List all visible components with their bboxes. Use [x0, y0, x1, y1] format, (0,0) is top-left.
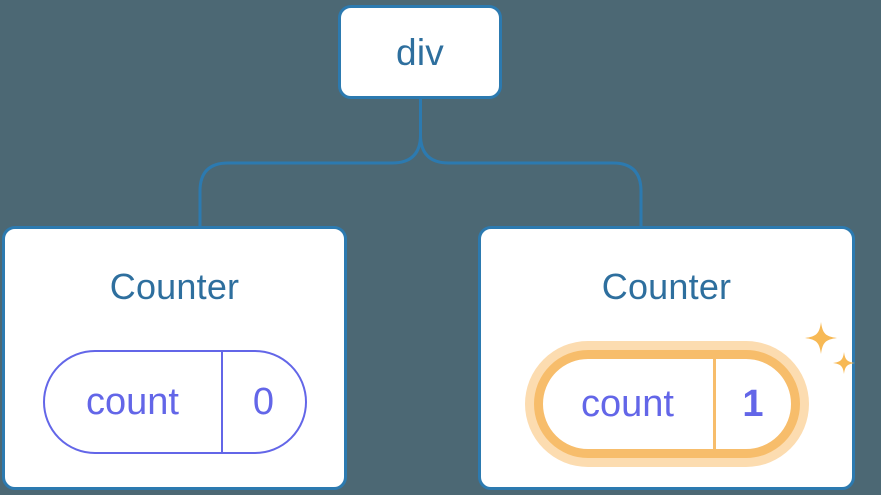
component-title: Counter [109, 266, 240, 307]
state-value: 0 [220, 352, 305, 452]
component-card-counter-1[interactable]: Counter count 0 [2, 226, 347, 490]
state-value: 1 [712, 359, 791, 449]
state-pill-highlighted[interactable]: count 1 [533, 350, 800, 458]
component-card-counter-2[interactable]: Counter count 1 [478, 226, 855, 490]
state-pill[interactable]: count 0 [42, 350, 307, 454]
state-key: count [581, 383, 674, 425]
state-key: count [86, 381, 179, 423]
component-title: Counter [601, 266, 732, 307]
root-node-div[interactable]: div [338, 5, 502, 99]
state-pill-wrapper: count 0 [5, 350, 344, 454]
root-node-label: div [396, 31, 444, 73]
state-pill-wrapper: count 1 [481, 350, 852, 458]
